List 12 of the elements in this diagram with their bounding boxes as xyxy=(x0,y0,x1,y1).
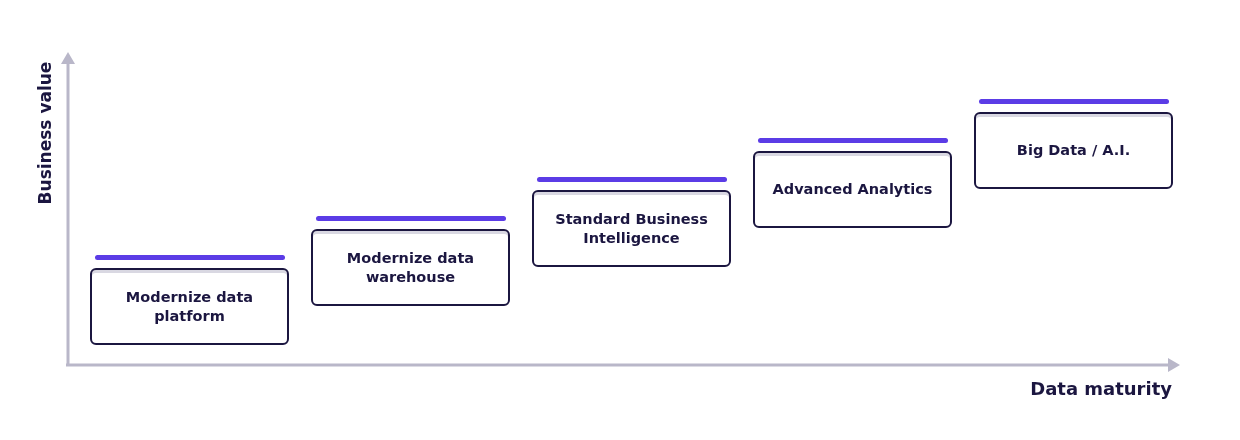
stage-box xyxy=(974,112,1173,189)
stage-box xyxy=(90,268,289,345)
stage-box xyxy=(311,229,510,306)
axis-title: Data maturity xyxy=(1030,378,1172,399)
stage-label: Big Data / A.I. xyxy=(1015,141,1132,160)
stage-box xyxy=(532,190,731,267)
axis-title: Business value xyxy=(35,61,55,205)
stage-label: Modernize data platform xyxy=(124,287,255,326)
stage-label: Standard Business Intelligence xyxy=(554,209,709,248)
stage-label: Modernize data warehouse xyxy=(345,248,476,287)
stage-box xyxy=(753,151,952,228)
stage-label: Advanced Analytics xyxy=(771,180,934,199)
